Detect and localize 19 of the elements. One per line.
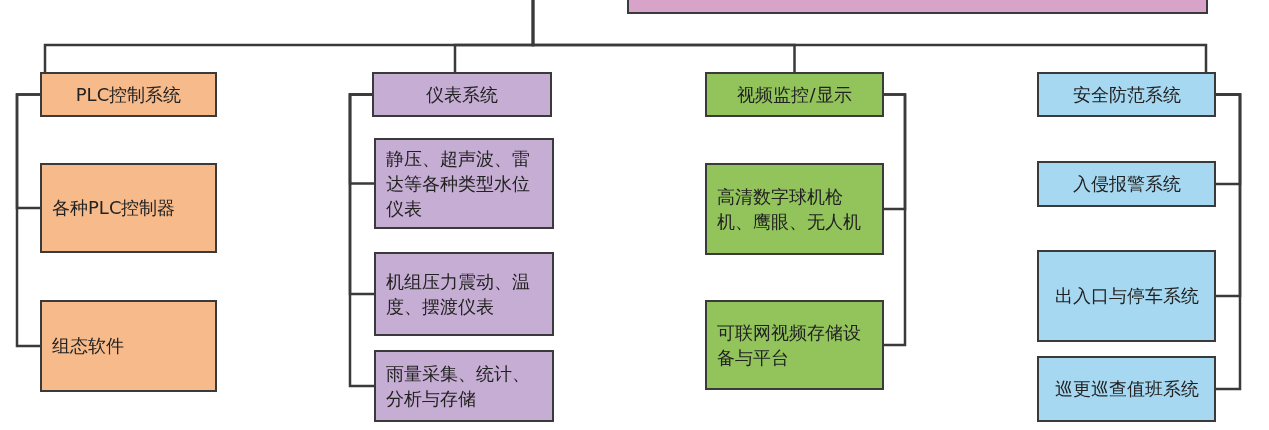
category-box: 安全防范系统 [1037,72,1216,117]
item-box: 可联网视频存储设备与平台 [705,300,884,390]
category-box: 视频监控/显示 [705,72,884,117]
item-box: 静压、超声波、雷达等各种类型水位仪表 [374,138,554,229]
item-box: 组态软件 [40,300,217,392]
item-box: 机组压力震动、温度、摆渡仪表 [374,252,554,336]
item-box: 雨量采集、统计、分析与存储 [374,350,554,422]
category-box: 仪表系统 [372,72,552,117]
item-box: 入侵报警系统 [1037,161,1216,207]
connector-line [884,93,907,347]
connector-line [15,93,40,348]
item-box: 高清数字球机枪机、鹰眼、无人机 [705,163,884,255]
item-box: 各种PLC控制器 [40,163,217,253]
connector-line [531,0,1208,72]
item-box: 巡更巡查值班系统 [1037,356,1216,422]
connector-line [1216,93,1242,391]
connector-line [348,93,374,388]
category-box: PLC控制系统 [40,72,217,117]
item-box: 出入口与停车系统 [1037,250,1216,342]
